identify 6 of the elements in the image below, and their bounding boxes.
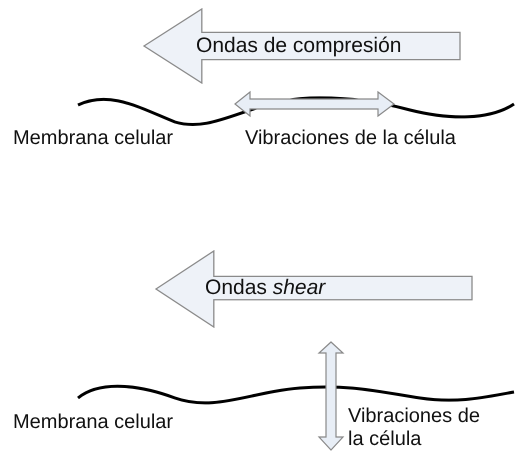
caption-text: Membrana celular [13, 411, 174, 434]
caption-text: Membrana celular [13, 127, 174, 150]
arrow-label: Ondas shear [205, 276, 326, 300]
arrow-label: Ondas de compresión [196, 34, 402, 58]
caption-text: Vibraciones de la célula [348, 405, 481, 451]
caption-text: Vibraciones de la célula [245, 127, 456, 150]
